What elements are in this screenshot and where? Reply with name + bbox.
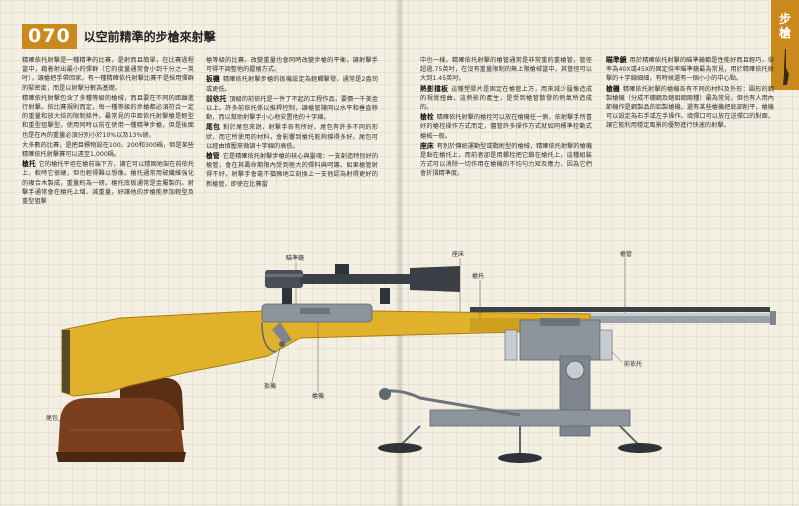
paragraph: 瞄準鏡用於精確依托射擊的瞄準鏡都是性能好而且輕巧，倍率為40X或45X的固定倍率… bbox=[606, 56, 774, 84]
rear-bag-label: 尾包 bbox=[46, 414, 58, 422]
paragraph: 槍栓精確依托射擊的槍栓可以放在槍機任一側，依射擊手所喜好的槍栓操作方式而定，儘管… bbox=[420, 113, 592, 141]
rifle-icon bbox=[783, 49, 789, 85]
term-heading: 瞄準鏡 bbox=[606, 56, 627, 64]
paragraph-text: 精確依托射擊是一種精準的比賽，是射而且簡單，在比賽過程當中，藉着射出最小的彈群（… bbox=[22, 57, 194, 92]
barrel-label: 槍管 bbox=[620, 250, 632, 258]
term-heading: 槍機 bbox=[606, 84, 620, 93]
paragraph: 熱影擋板這種塑膠片是固定在槍管上方，用來減少蜃像造成的視覺扭曲，這熱影的產生，是… bbox=[420, 85, 592, 113]
term-heading: 扳機 bbox=[206, 75, 220, 84]
paragraph-text: 有別於傳統運動型或戰術型的槍械，精確依托射擊的槍機是黏在槍托上，而前者卻是用螺栓… bbox=[420, 142, 593, 178]
paragraph: 扳機精確依托射擊步槍的扳機設定為輕觸擊發，通常是2盎司或更低。 bbox=[206, 75, 378, 93]
paragraph-text: 精確依托射擊步槍的扳機設定為輕觸擊發，通常是2盎司或更低。 bbox=[206, 76, 379, 93]
paragraph: 槍等級的比賽。改變重量也會同時改變步槍的平衡，讓射擊手可得不調整他的握槍方式。 bbox=[206, 56, 378, 74]
term-heading: 槍托 bbox=[22, 160, 36, 169]
paragraph: 精確依托射擊是一種精準的比賽，是射而且簡單，在比賽過程當中，藉着射出最小的彈群（… bbox=[22, 56, 194, 93]
front-rest-label: 前依托 bbox=[624, 360, 642, 368]
action-label: 槍機 bbox=[312, 392, 324, 400]
trigger-label: 扳機 bbox=[264, 382, 276, 390]
paragraph: 前依托頂級的前依托是一件了不起的工程作品，要價一千美金以上。許多前依托係以推桿控… bbox=[206, 95, 378, 123]
paragraph-text: 精確依托射擊包含了多種等級的槍械，而且要在不同的距離進行射擊。依比賽規則而定，每… bbox=[22, 94, 194, 139]
paragraph-text: 它是精確依托射擊步槍的核心與靈魂：一支創造特別好的槍管，會在其壽命期限內受到極大… bbox=[206, 153, 379, 188]
paragraph: 槍機精確依托射擊的槍機各有不同的材料及外形：圓形的鋼製槍機（分成不鏽鋼及鉻鉬鋼兩… bbox=[606, 85, 774, 131]
term-heading: 前依托 bbox=[206, 94, 227, 103]
paragraph-text: 對於尾包來說，射擊手各有所好。尾包有許多不同的形狀，而它所使用的材料，會影響到槍… bbox=[206, 124, 379, 150]
paragraph-text: 這種塑膠片是固定在槍管上方，用來減少蜃像造成的視覺扭曲，這熱影的產生，是受到槍管… bbox=[420, 85, 593, 112]
paragraph: 精確依托射擊包含了多種等級的槍械，而且要在不同的距離進行射擊。依比賽規則而定，每… bbox=[22, 94, 194, 140]
text-column-1: 精確依托射擊是一種精準的比賽，是射而且簡單，在比賽過程當中，藉着射出最小的彈群（… bbox=[22, 56, 194, 207]
paragraph: 尾包對於尾包來說，射擊手各有所好。尾包有許多不同的形狀，而它所使用的材料，會影響… bbox=[206, 123, 378, 151]
scope-label: 瞄準鏡 bbox=[286, 254, 304, 262]
text-column-3: 中也一樣。精確依托射擊的槍管通常是非常重的重槍管，管徑超過.75英吋，在沒有重量… bbox=[420, 56, 592, 180]
book-gutter bbox=[397, 0, 403, 506]
paragraph: 槍管它是精確依托射擊步槍的核心與靈魂：一支創造特別好的槍管，會在其壽命期限內受到… bbox=[206, 152, 378, 189]
paragraph: 座床有別於傳統運動型或戰術型的槍械，精確依托射擊的槍機是黏在槍托上，而前者卻是用… bbox=[420, 142, 592, 179]
paragraph-text: 中也一樣。精確依托射擊的槍管通常是非常重的重槍管，管徑超過.75英吋，在沒有重量… bbox=[420, 57, 592, 83]
scope bbox=[265, 264, 460, 304]
paragraph-text: 槍等級的比賽。改變重量也會同時改變步槍的平衡，讓射擊手可得不調整他的握槍方式。 bbox=[206, 57, 378, 74]
chapter-tab: 步槍 bbox=[771, 0, 799, 90]
paragraph-text: 它的槍托平坦在槍前端下方，讓它可以穩固地架在前依托上，較時它很硬，但也輕得難以想… bbox=[22, 161, 195, 206]
heat-shield bbox=[470, 307, 770, 312]
chapter-tab-label: 步槍 bbox=[778, 12, 791, 40]
term-heading: 槍栓 bbox=[420, 113, 434, 122]
action bbox=[261, 303, 373, 353]
heat-shield-label: 座床 bbox=[452, 250, 464, 258]
text-column-4: 瞄準鏡用於精確依托射擊的瞄準鏡都是性能好而且輕巧，倍率為40X或45X的固定倍率… bbox=[606, 56, 774, 132]
paragraph-text: 精確依托射擊的槍機各有不同的材料及外形：圓形的鋼製槍機（分成不鏽鋼及鉻鉬鋼兩種）… bbox=[606, 85, 775, 130]
term-heading: 熱影擋板 bbox=[420, 84, 449, 93]
stock-label: 槍托 bbox=[472, 272, 484, 280]
front-rest bbox=[378, 318, 662, 463]
paragraph: 大多數的比賽，是把目標物設在100、200和300碼，但是某些精確依托射擊賽可以… bbox=[22, 141, 194, 159]
paragraph-text: 用於精確依托射擊的瞄準鏡都是性能好而且輕巧，倍率為40X或45X的固定倍率瞄準鏡… bbox=[606, 57, 775, 83]
entry-number: 070 bbox=[22, 24, 77, 49]
paragraph: 槍托它的槍托平坦在槍前端下方，讓它可以穩固地架在前依托上，較時它很硬，但也輕得難… bbox=[22, 160, 194, 206]
paragraph-text: 大多數的比賽，是把目標物設在100、200和300碼，但是某些精確依托射擊賽可以… bbox=[22, 141, 194, 159]
text-column-2: 槍等級的比賽。改變重量也會同時改變步槍的平衡，讓射擊手可得不調整他的握槍方式。扳… bbox=[206, 56, 378, 190]
paragraph-text: 頂級的前依托是一件了不起的工程作品，要價一千美金以上。許多前依托係以推桿控制，讓… bbox=[206, 95, 379, 122]
paragraph: 中也一樣。精確依托射擊的槍管通常是非常重的重槍管，管徑超過.75英吋，在沒有重量… bbox=[420, 56, 592, 84]
paragraph-text: 精確依托射擊的槍栓可以放在槍機任一側，依射擊手所喜好的槍栓操作方式而定，儘管許多… bbox=[420, 114, 593, 140]
term-heading: 座床 bbox=[420, 141, 434, 150]
page-header: 070 以空前精準的步槍來射擊 bbox=[22, 24, 216, 49]
rear-bag bbox=[56, 378, 186, 462]
page-title: 以空前精準的步槍來射擊 bbox=[83, 30, 216, 44]
term-heading: 槍管 bbox=[206, 152, 220, 161]
term-heading: 尾包 bbox=[206, 123, 221, 132]
